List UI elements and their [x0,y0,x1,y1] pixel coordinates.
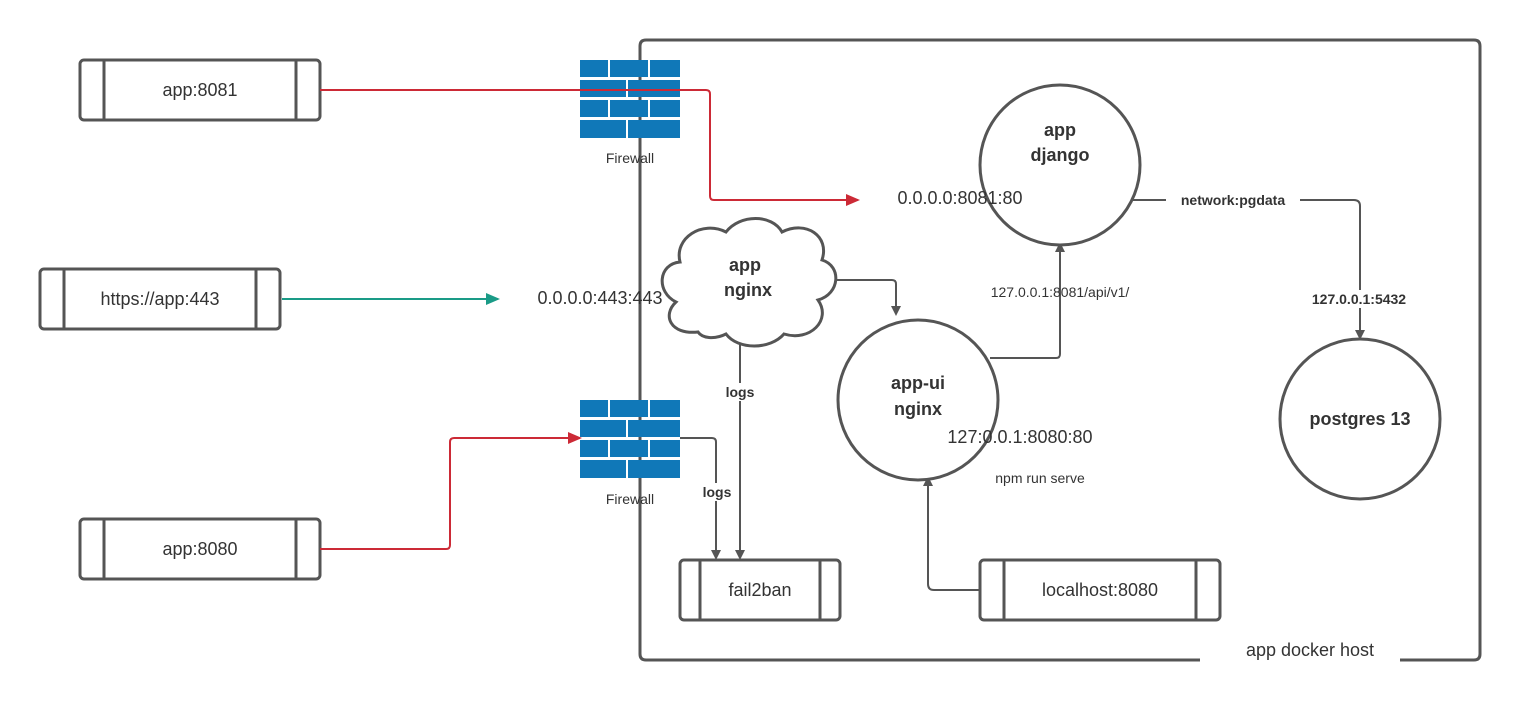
localhost-label: localhost:8080 [1042,580,1158,600]
django-port-label: 0.0.0.0:8081:80 [897,188,1022,208]
external-https-443[interactable]: https://app:443 [38,267,282,331]
link-nginx-to-appui [818,279,901,316]
node-fail2ban[interactable]: fail2ban [678,558,842,622]
external-app-8080[interactable]: app:8080 [78,517,322,581]
ui-port-label: 127:0.0.1:8080:80 [947,427,1092,447]
network-label-bg [1166,191,1300,209]
app-ui-line2: nginx [894,399,942,419]
firewall-icon [580,400,680,478]
firewall-icon [580,60,680,138]
link-django-to-postgres [1130,199,1365,340]
logs-firewall-label: logs [703,484,732,500]
nginx-line1: app [729,255,761,275]
firewall-top-label: Firewall [606,150,654,166]
link-app8081-to-django [320,89,860,206]
django-line2: django [1031,145,1090,165]
logs-nginx-label: logs [726,384,755,400]
nginx-line2: nginx [724,280,772,300]
pg-addr-label: 127.0.0.1:5432 [1312,291,1406,307]
app-ui-line1: app-ui [891,373,945,393]
node-app-django[interactable]: app django [978,83,1142,247]
external-app-8081[interactable]: app:8081 [78,58,322,122]
link-localhost-to-appui [923,476,980,591]
logs-nginx-bg [720,383,760,401]
https-443-label: https://app:443 [100,289,219,309]
node-postgres[interactable]: postgres 13 [1278,337,1442,501]
fail2ban-label: fail2ban [728,580,791,600]
firewall-bottom-label: Firewall [606,491,654,507]
node-app-nginx[interactable]: app nginx [660,217,838,348]
app-8081-label: app:8081 [162,80,237,100]
nginx-port-label: 0.0.0.0:443:443 [537,288,662,308]
postgres-label: postgres 13 [1309,409,1410,429]
node-app-ui-nginx[interactable]: app-ui nginx [836,318,1000,482]
api-path-label: 127.0.0.1:8081/api/v1/ [991,284,1130,300]
docker-host-label: app docker host [1246,640,1374,660]
node-localhost-8080[interactable]: localhost:8080 [978,558,1222,622]
npm-label: npm run serve [995,470,1085,486]
pg-addr-label-bg [1298,290,1420,308]
link-appui-to-django [990,242,1065,359]
network-label: network:pgdata [1181,192,1285,208]
firewall-top: Firewall [580,60,680,166]
firewall-bottom: Firewall [580,400,680,507]
app-8080-label: app:8080 [162,539,237,559]
link-firewall-to-fail2ban [680,437,721,560]
django-line1: app [1044,120,1076,140]
link-app8080-to-firewall [320,432,582,550]
docker-host-container: app docker host [638,38,1482,662]
logs-firewall-bg [697,483,737,501]
